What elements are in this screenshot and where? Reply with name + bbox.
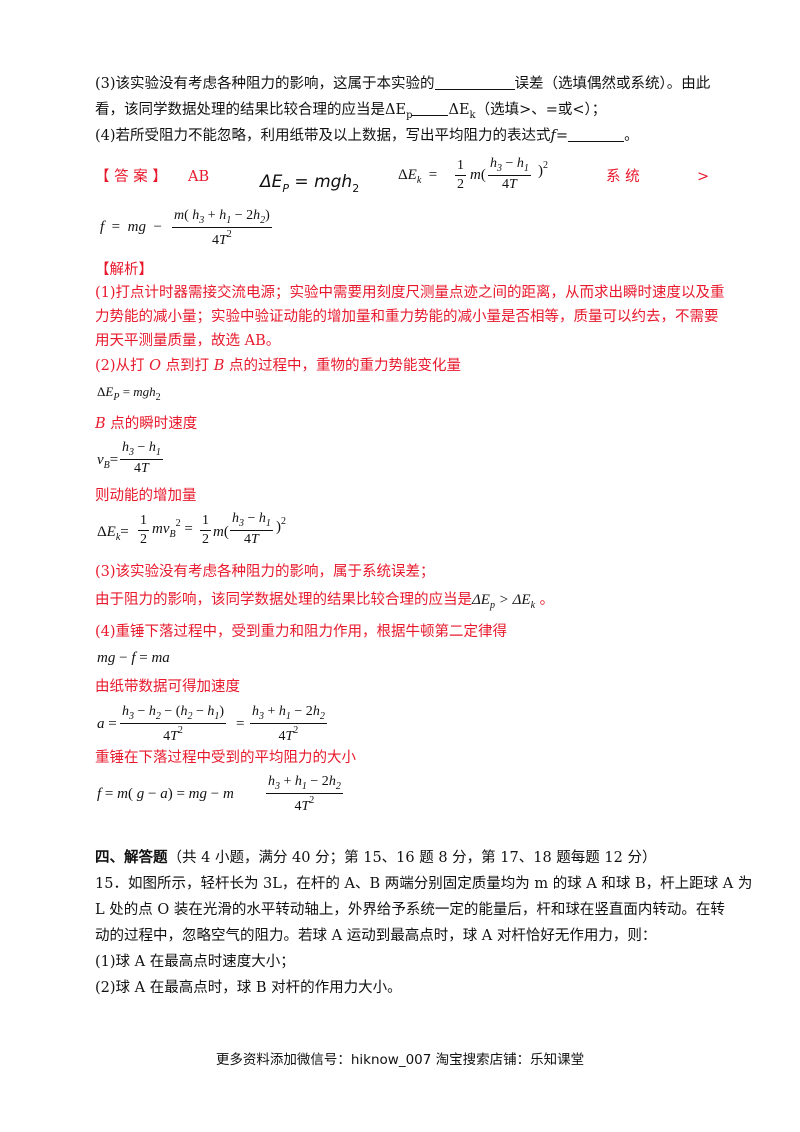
formula-vb: vB= (97, 452, 119, 471)
answer-ep-formula: ΔEP = mgh2 (260, 172, 360, 195)
q3-line-1: (3)该实验没有考虑各种阻力的影响，这属于本实验的误差（选填偶然或系统）。由此 (95, 75, 711, 92)
answer-f-formula: f = mg − (100, 219, 162, 235)
formula-ke: ΔEk= (97, 524, 129, 543)
explanation-1-line-1: (1)打点计时器需接交流电源；实验中需要用刻度尺测量点迹之间的距离，从而求出瞬时… (95, 285, 725, 301)
q15-sub-2: (2)球 A 在最高点时，球 B 对杆的作用力大小。 (95, 980, 402, 996)
explanation-4-line-1: (4)重锤下落过程中，受到重力和阻力作用，根据牛顿第二定律得 (95, 624, 508, 640)
answer-ab: AB (188, 169, 210, 185)
q15-line-3: 动的过程中，忽略空气的阻力。若球 A 运动到最高点时，球 A 对杆恰好无作用力，… (95, 928, 657, 944)
q15-line-1: 15．如图所示，轻杆长为 3L，在杆的 A、B 两端分别固定质量均为 m 的球 … (95, 876, 753, 892)
explanation-2-ke-label: 则动能的增加量 (95, 488, 197, 504)
formula-ep: ΔEP = mgh2 (97, 384, 161, 403)
q4-line: (4)若所受阻力不能忽略，利用纸带及以上数据，写出平均阻力的表达式f=。 (95, 127, 639, 144)
answer-gt: > (697, 169, 710, 185)
explanation-1-line-3: 用天平测量质量，故选 AB。 (95, 333, 281, 349)
answer-blank (568, 127, 625, 142)
formula-a: a = (97, 716, 117, 732)
explanation-4-line-3: 重锤在下落过程中受到的平均阻力的大小 (95, 750, 356, 766)
answer-system: 系 统 (606, 169, 640, 185)
answer-blank (412, 101, 449, 116)
explanation-2-line-1: (2)从打 O 点到打 B 点的过程中，重物的重力势能变化量 (95, 358, 462, 374)
q15-line-2: L 处的点 O 装在光滑的水平转动轴上，外界给予系统一定的能量后，杆和球在竖直面… (95, 902, 725, 918)
explanation-1-line-2: 力势能的减小量；实验中验证动能的增加量和重力势能的减小量是否相等，质量可以约去，… (95, 309, 719, 325)
answer-f-frac: m( h3 + h1 − 2h2)4T2 (172, 208, 272, 248)
answer-ek-formula: ΔEk = (398, 167, 438, 186)
explanation-3-line-1: (3)该实验没有考虑各种阻力的影响，属于系统误差； (95, 564, 435, 580)
answer-blank (434, 75, 515, 90)
answer-label: 【 答 案 】 (95, 169, 167, 185)
explanation-4-line-2: 由纸带数据可得加速度 (95, 679, 240, 695)
page-footer: 更多资料添加微信号：hiknow_007 淘宝搜索店铺：乐知课堂 (215, 1052, 585, 1068)
explanation-3-line-2: 由于阻力的影响，该同学数据处理的结果比较合理的应当是ΔEp > ΔEk 。 (95, 592, 555, 611)
q15-sub-1: (1)球 A 在最高点时速度大小； (95, 954, 295, 970)
explanation-2-vb-label: B 点的瞬时速度 (95, 416, 198, 432)
formula-a-frac-1: h3 − h2 − (h2 − h1)4T2 (120, 704, 227, 744)
formula-newton: mg − f = ma (97, 650, 170, 666)
section-heading: 四、解答题（共 4 小题，满分 40 分；第 15、16 题 8 分，第 17、… (95, 849, 657, 866)
analysis-label: 【解析】 (95, 262, 153, 278)
formula-f: f = m( g − a) = mg − m (97, 786, 234, 802)
